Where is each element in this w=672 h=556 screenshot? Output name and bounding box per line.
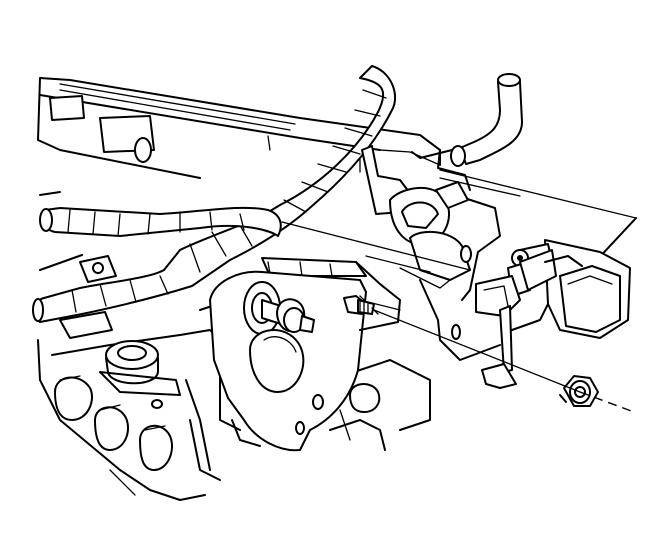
wiring-harness: [32, 65, 397, 339]
engine-block: [37, 77, 637, 271]
manifold-lower-details: [109, 419, 261, 496]
vacuum-hose: [379, 73, 523, 167]
intake-manifold: [37, 304, 431, 501]
sensor-module: [475, 239, 631, 389]
alignment-lines: [281, 221, 635, 413]
mounting-stud: [261, 295, 375, 333]
